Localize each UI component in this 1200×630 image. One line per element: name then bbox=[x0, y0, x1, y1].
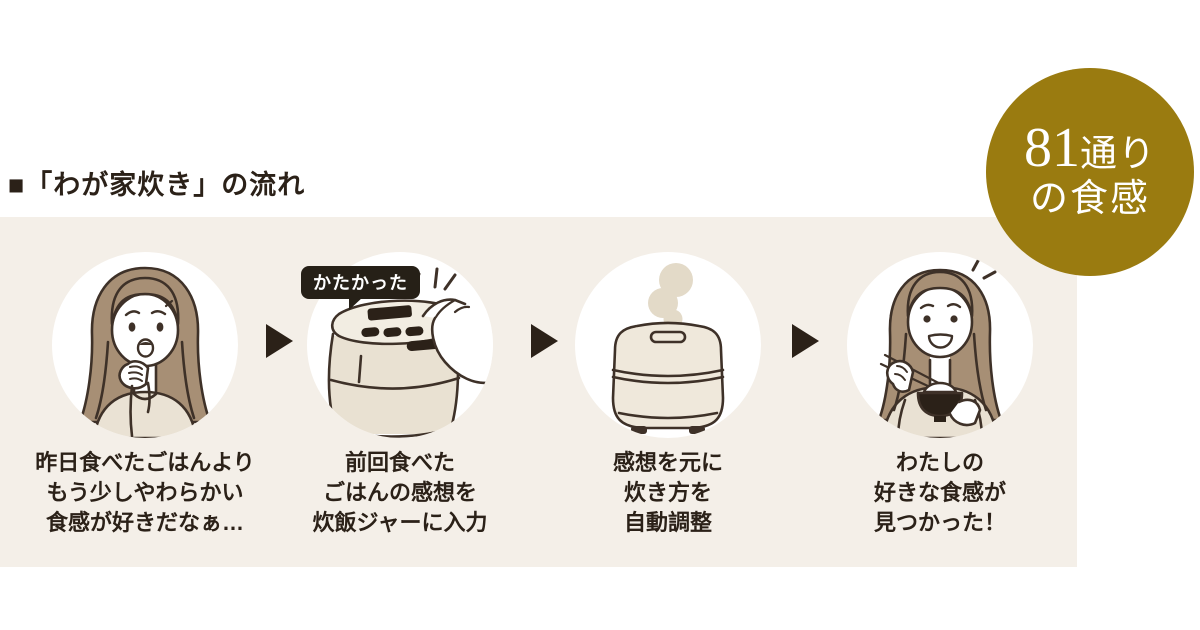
flow-panel: 昨日食べたごはんより もう少しやわらかい 食感が好きだなぁ… bbox=[0, 217, 1077, 567]
step-4-illustration-circle bbox=[847, 252, 1033, 438]
arrow-right-icon bbox=[266, 324, 293, 358]
step-2: かたかった 前回食べた ごはんの感想を 炊飯ジャーに入力 bbox=[275, 252, 525, 538]
finger-pressing-rice-cooker-icon bbox=[327, 267, 493, 438]
arrow-right-icon bbox=[531, 324, 558, 358]
happy-woman-eating-icon bbox=[877, 257, 1003, 438]
step-3: 感想を元に 炊き方を 自動調整 bbox=[543, 252, 793, 538]
step-1-illustration-circle bbox=[52, 252, 238, 438]
step-3-caption: 感想を元に 炊き方を 自動調整 bbox=[612, 450, 723, 535]
badge-line2: の食感 bbox=[1029, 178, 1150, 221]
badge-line1: 81 通り bbox=[1024, 120, 1156, 176]
badge-unit: 通り bbox=[1080, 134, 1156, 176]
step-3-illustration-circle bbox=[575, 252, 761, 438]
badge-number: 81 bbox=[1024, 117, 1080, 180]
speech-bubble: かたかった bbox=[301, 266, 420, 310]
step-4-caption: わたしの 好きな食感が 見つかった！ bbox=[873, 450, 1006, 535]
step-2-caption: 前回食べた ごはんの感想を 炊飯ジャーに入力 bbox=[312, 450, 488, 535]
arrow-right-icon bbox=[792, 324, 819, 358]
step-1-caption: 昨日食べたごはんより もう少しやわらかい 食感が好きだなぁ… bbox=[35, 450, 255, 535]
texture-count-badge: 81 通り の食感 bbox=[986, 68, 1194, 276]
worried-woman-icon bbox=[78, 266, 212, 438]
step-4: わたしの 好きな食感が 見つかった！ bbox=[815, 252, 1065, 538]
page-title: ■「わが家炊き」の流れ bbox=[8, 170, 306, 200]
speech-bubble-text: かたかった bbox=[313, 273, 408, 293]
steaming-rice-cooker-icon bbox=[611, 263, 725, 434]
step-1: 昨日食べたごはんより もう少しやわらかい 食感が好きだなぁ… bbox=[20, 252, 270, 538]
